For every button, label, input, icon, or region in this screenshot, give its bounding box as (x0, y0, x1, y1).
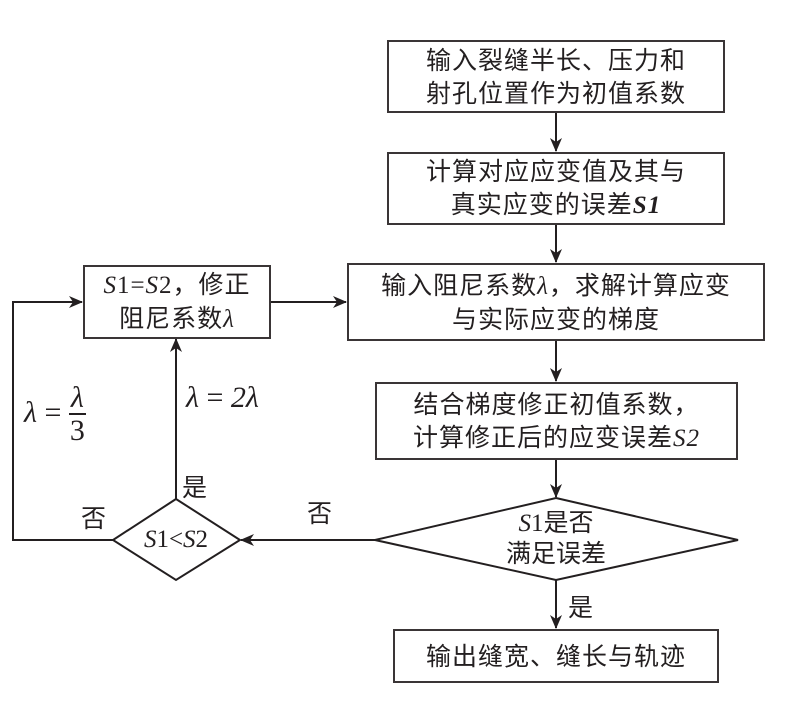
var-s: S (183, 526, 196, 553)
edge-label-error-no: 否 (307, 499, 333, 528)
process-input-damping: 输入阻尼系数λ，求解计算应变 与实际应变的梯度 (347, 263, 765, 341)
decision-diamond-error (374, 496, 739, 582)
text: 计算修正后的应变误差 (412, 422, 673, 452)
var-lambda: λ (186, 381, 199, 414)
decision-compare-text: S1<S2 (126, 524, 226, 555)
box-line: 阻尼系数λ (119, 302, 235, 336)
box-line: 计算修正后的应变误差S2 (413, 421, 700, 455)
var-s2: S2 (673, 424, 700, 452)
text: ，修正 (172, 270, 251, 299)
box-line: 真实应变的误差S1 (451, 188, 661, 222)
process-input-initial: 输入裂缝半长、压力和 射孔位置作为初值系数 (387, 40, 725, 113)
box-line: 射孔位置作为初值系数 (425, 78, 686, 108)
var-s: S (145, 272, 160, 299)
process-calc-strain: 计算对应应变值及其与 真实应变的误差S1 (387, 152, 725, 225)
box-line: 结合梯度修正初值系数， (413, 389, 700, 419)
var-lambda: λ (537, 272, 549, 300)
text: 输入阻尼系数 (381, 270, 538, 300)
decision-line: 满足误差 (505, 539, 606, 568)
box-line: 输出缝宽、缝长与轨迹 (425, 641, 686, 671)
decision-error-text: S1是否 满足误差 (476, 508, 636, 569)
decision-line: S1是否 (476, 508, 636, 539)
denominator: 3 (69, 414, 85, 447)
text: 阻尼系数 (119, 304, 224, 333)
rhs: 2λ (230, 381, 259, 414)
text: 2 (195, 526, 209, 553)
box-line: 与实际应变的梯度 (451, 304, 660, 334)
process-update-damping: S1=S2，修正 阻尼系数λ (83, 265, 271, 339)
process-correct-initial: 结合梯度修正初值系数， 计算修正后的应变误差S2 (375, 382, 738, 460)
decision-diamond-compare (111, 497, 242, 582)
text: 1= (116, 272, 146, 299)
text: 1< (156, 526, 184, 553)
box-line: 计算对应应变值及其与 (425, 157, 686, 186)
var-s1: S1 (632, 192, 662, 219)
edge-label-error-yes: 是 (568, 593, 594, 622)
var-lambda: λ (223, 306, 235, 333)
numerator: λ (68, 381, 86, 415)
box-line: 输入阻尼系数λ，求解计算应变 (381, 269, 731, 303)
box-line: S1=S2，修正 (103, 268, 250, 302)
equals: = (37, 395, 69, 429)
var-s: S (518, 510, 531, 537)
text: ，求解计算应变 (548, 270, 731, 300)
equals: = (199, 381, 231, 414)
var-s: S (143, 526, 157, 553)
edge-label-compare-no: 否 (81, 504, 107, 533)
edge-label-compare-yes: 是 (182, 473, 208, 502)
var-s: S (103, 272, 117, 299)
formula-lambda-double: λ = 2λ (186, 381, 259, 414)
arrow-compare-no-loop (12, 296, 113, 541)
text: 1 (530, 510, 544, 537)
box-line: 输入裂缝半长、压力和 (425, 45, 686, 75)
text: 真实应变的误差 (450, 190, 633, 219)
process-output: 输出缝宽、缝长与轨迹 (393, 629, 719, 683)
text: 2 (159, 272, 173, 299)
var-lambda: λ (24, 395, 37, 429)
text: 是否 (543, 508, 594, 537)
